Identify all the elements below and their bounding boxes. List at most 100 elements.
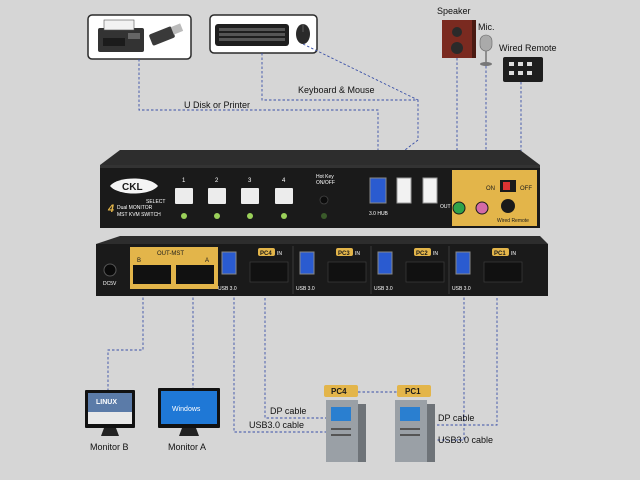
- usb-in-label: USB 3.0: [452, 286, 471, 292]
- monitor-a: Windows Monitor A: [158, 388, 220, 452]
- pc4-dp-cable-label: DP cable: [270, 406, 306, 416]
- pc4-tag: [324, 385, 358, 397]
- usb-mouse-port[interactable]: [422, 177, 438, 204]
- speaker-icon: [442, 20, 476, 58]
- hotkey-button[interactable]: [319, 195, 329, 205]
- front-panel-top: [100, 150, 540, 165]
- wire-pc1-usb: [437, 275, 465, 441]
- monitor-b-screen-text: LINUX: [96, 399, 117, 406]
- keyboard-mouse-group: [209, 14, 318, 54]
- out-label: OUT: [440, 204, 451, 210]
- pc-label: PC2: [416, 251, 428, 257]
- printer-icon: [98, 19, 144, 52]
- usb-in-label: USB 3.0: [218, 286, 237, 292]
- usb-in-label: USB 3.0: [374, 286, 393, 292]
- speaker-jack[interactable]: [452, 201, 466, 215]
- usb-in-port[interactable]: [299, 251, 315, 275]
- usb-hub-port[interactable]: [369, 177, 387, 204]
- dp-out-b-port[interactable]: [133, 265, 171, 284]
- remote-port-label: Wired Remote: [497, 218, 529, 224]
- pc-label: PC3: [338, 251, 350, 257]
- pc-input-group-1: USB 3.0 PC1 IN: [452, 248, 523, 292]
- mouse-icon: [296, 24, 310, 44]
- printer-usb-group: [87, 14, 192, 60]
- port-led: [181, 213, 187, 219]
- pc-badge: [258, 248, 275, 256]
- usb-keyboard-port[interactable]: [396, 177, 412, 204]
- power-on-label: ON: [486, 186, 495, 192]
- wired-remote-label: Wired Remote: [499, 43, 557, 53]
- power-off-label: OFF: [520, 186, 532, 192]
- pc-badge: [414, 248, 431, 256]
- dp-in-port[interactable]: [249, 261, 289, 283]
- mic-jack[interactable]: [475, 201, 489, 215]
- dc-label: DC5V: [103, 281, 117, 287]
- usb-printer-wire-label: U Disk or Printer: [184, 100, 250, 110]
- front-usb-ports: 3.0 HUB OUT: [369, 177, 451, 217]
- model-line-2: MST KVM SWITCH: [117, 212, 161, 218]
- port-led: [214, 213, 220, 219]
- port-button-3[interactable]: 3: [241, 178, 259, 219]
- pc-input-group-3: USB 3.0 PC3 IN: [296, 248, 367, 292]
- keyboard-mouse-wire-label: Keyboard & Mouse: [298, 85, 375, 95]
- pc1-usb-cable-label: USB3.0 cable: [438, 435, 493, 445]
- wire-pc1-dp: [437, 280, 498, 426]
- wire-monitor-b: [107, 275, 144, 390]
- power-switch-indicator: [503, 182, 510, 190]
- out-b-label: B: [137, 258, 141, 264]
- usb-disk-icon: [149, 23, 184, 46]
- model-number: 4: [107, 203, 114, 215]
- pc4-tower: PC4: [324, 385, 366, 462]
- out-a-label: A: [205, 258, 209, 264]
- pc1-tag: [397, 385, 431, 397]
- dp-out-a-port[interactable]: [176, 265, 214, 284]
- dp-in-port[interactable]: [327, 261, 367, 283]
- in-label: IN: [433, 251, 438, 257]
- model-line-1: Dual MONITOR: [117, 205, 153, 211]
- wire-pc4-usb: [233, 275, 326, 433]
- pc1-dp-cable-label: DP cable: [438, 413, 474, 423]
- monitor-a-screen: [161, 391, 217, 424]
- port-button-number: 4: [282, 178, 286, 184]
- kvm-rear-panel: DC5V OUT-MST B A USB 3.0 PC4 IN USB 3.0 …: [96, 236, 548, 296]
- pc1-tower: PC1: [395, 385, 435, 462]
- pc-label: PC1: [494, 251, 506, 257]
- keyboard-icon: [215, 24, 289, 46]
- wire-pc4-dp: [264, 280, 326, 419]
- wired-remote-group: Wired Remote: [499, 43, 557, 82]
- port-button-1[interactable]: 1: [175, 178, 193, 219]
- port-button-4[interactable]: 4: [275, 178, 293, 219]
- speaker-label: Speaker: [437, 6, 471, 16]
- audio-power-block: [452, 170, 537, 226]
- port-button-number: 3: [248, 178, 252, 184]
- select-label: SELECT: [146, 199, 165, 205]
- usb-in-port[interactable]: [455, 251, 471, 275]
- brand-text: CKL: [122, 182, 143, 193]
- port-button-group: 1 2 3 4: [175, 178, 293, 219]
- port-led: [247, 213, 253, 219]
- port-button-number: 1: [182, 178, 186, 184]
- pc4-usb-cable-label: USB3.0 cable: [249, 420, 304, 430]
- in-label: IN: [355, 251, 360, 257]
- in-label: IN: [511, 251, 516, 257]
- dp-in-port[interactable]: [405, 261, 445, 283]
- usb-hub-label: 3.0 HUB: [369, 211, 389, 217]
- usb-in-port[interactable]: [221, 251, 237, 275]
- monitor-b: LINUX Monitor B: [85, 390, 135, 452]
- remote-jack[interactable]: [501, 199, 515, 213]
- kvm-front-panel: CKL 4 Dual MONITOR MST KVM SWITCH SELECT…: [100, 150, 540, 228]
- pc1-tag-text: PC1: [405, 387, 421, 396]
- dp-in-port[interactable]: [483, 261, 523, 283]
- usb-in-port[interactable]: [377, 251, 393, 275]
- port-led: [281, 213, 287, 219]
- monitor-a-screen-text: Windows: [172, 406, 201, 413]
- speaker-group: Speaker: [437, 6, 476, 58]
- ckl-logo: CKL: [110, 178, 158, 194]
- port-button-2[interactable]: 2: [208, 178, 226, 219]
- microphone-icon: [479, 34, 493, 66]
- mic-group: Mic.: [478, 22, 495, 66]
- dc-power-jack[interactable]: [103, 263, 117, 277]
